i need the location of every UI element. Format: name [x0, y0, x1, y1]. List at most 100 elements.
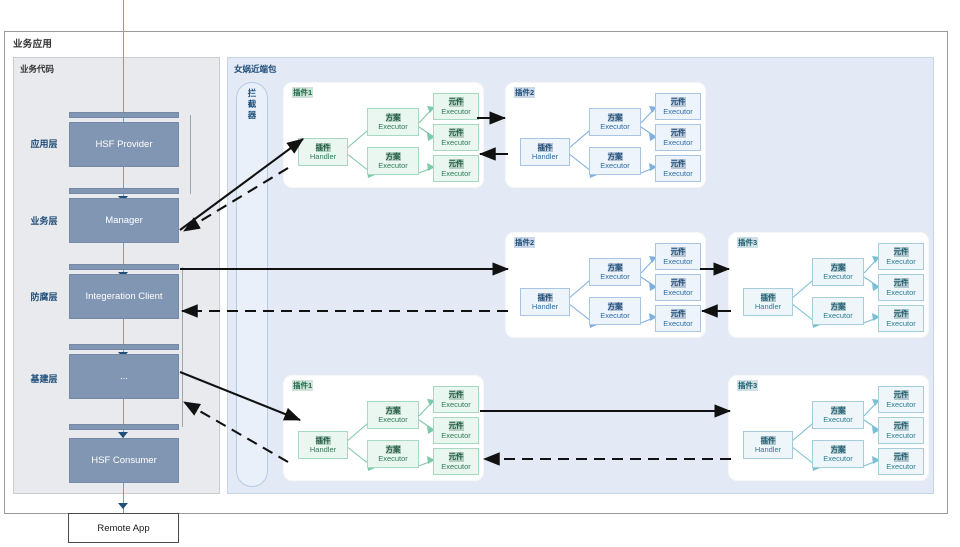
node-element-executor-r2c1-3[interactable]: 元件 Executor [655, 305, 701, 332]
plugin-title-r2c1: 插件2 [514, 237, 536, 248]
connector-bar-manager [69, 188, 179, 194]
node-scheme-executor-r1c1-1[interactable]: 方案 Executor [367, 108, 419, 136]
node-element-executor-r2c1-1[interactable]: 元件 Executor [655, 243, 701, 270]
node-plugin-handler-r3c1[interactable]: 插件 Handler [298, 431, 348, 459]
node-element-executor-r3c1-1[interactable]: 元件 Executor [433, 386, 479, 413]
node-scheme-executor-r2c2-1[interactable]: 方案 Executor [812, 258, 864, 286]
node-element-executor-r3c2-3[interactable]: 元件 Executor [878, 448, 924, 475]
node-element-executor-r3c2-1[interactable]: 元件 Executor [878, 386, 924, 413]
node-cn-label: 元件 [670, 278, 686, 288]
node-cn-label: 元件 [448, 390, 464, 400]
plugin-card-r1c2[interactable]: 插件2 插件 Handler 方案 Executor 方案 Executor 元… [505, 82, 706, 188]
node-en-label: Executor [823, 272, 853, 281]
node-element-executor-r2c2-1[interactable]: 元件 Executor [878, 243, 924, 270]
node-en-label: Executor [823, 415, 853, 424]
box-manager[interactable]: Manager [69, 198, 179, 243]
node-element-executor-r1c2-3[interactable]: 元件 Executor [655, 155, 701, 182]
node-scheme-executor-r2c1-2[interactable]: 方案 Executor [589, 297, 641, 325]
box-integration-client[interactable]: Integeration Client [69, 274, 179, 319]
node-en-label: Handler [754, 302, 782, 311]
plugin-card-r2c1[interactable]: 插件2 插件 Handler 方案 Executor 方案 Executor 元… [505, 232, 706, 338]
node-scheme-executor-r1c2-1[interactable]: 方案 Executor [589, 108, 641, 136]
node-cn-label: 方案 [830, 444, 846, 454]
node-en-label: Executor [441, 461, 471, 471]
node-scheme-executor-r3c1-2[interactable]: 方案 Executor [367, 440, 419, 468]
node-cn-label: 元件 [448, 159, 464, 169]
node-cn-label: 元件 [893, 309, 909, 319]
node-plugin-handler-r1c1[interactable]: 插件 Handler [298, 138, 348, 166]
node-cn-label: 插件 [760, 435, 776, 445]
node-en-label: Executor [823, 311, 853, 320]
node-plugin-handler-r2c2[interactable]: 插件 Handler [743, 288, 793, 316]
nuwa-package-label: 女娲近端包 [234, 64, 277, 74]
node-cn-label: 方案 [607, 112, 623, 122]
plugin-card-r3c2[interactable]: 插件3 插件 Handler 方案 Executor 方案 Executor 元… [728, 375, 929, 481]
node-en-label: Executor [600, 272, 630, 281]
node-scheme-executor-r2c1-1[interactable]: 方案 Executor [589, 258, 641, 286]
node-element-executor-r1c1-1[interactable]: 元件 Executor [433, 93, 479, 120]
connector-bar-infrastructure [69, 344, 179, 350]
node-cn-label: 元件 [448, 97, 464, 107]
box-hsf-consumer[interactable]: HSF Consumer [69, 438, 179, 483]
node-en-label: Handler [531, 302, 559, 311]
node-scheme-executor-r3c1-1[interactable]: 方案 Executor [367, 401, 419, 429]
plugin-title-r2c2: 插件3 [737, 237, 759, 248]
node-en-label: Executor [600, 311, 630, 320]
node-en-label: Executor [441, 137, 471, 147]
interceptor-char-1: 拦 [247, 88, 257, 98]
interceptor-char-2: 截 [247, 99, 257, 109]
box-infrastructure[interactable]: ... [69, 354, 179, 399]
return-rail-integration-client [182, 267, 183, 427]
node-scheme-executor-r3c2-1[interactable]: 方案 Executor [812, 401, 864, 429]
node-plugin-handler-r2c1[interactable]: 插件 Handler [520, 288, 570, 316]
node-cn-label: 方案 [607, 301, 623, 311]
node-en-label: Executor [600, 161, 630, 170]
node-cn-label: 元件 [670, 309, 686, 319]
flow-arrow-to-consumer [118, 432, 128, 438]
node-cn-label: 方案 [607, 262, 623, 272]
node-plugin-handler-r1c2[interactable]: 插件 Handler [520, 138, 570, 166]
node-en-label: Handler [309, 445, 337, 454]
connector-bar-consumer [69, 424, 179, 430]
node-element-executor-r3c2-2[interactable]: 元件 Executor [878, 417, 924, 444]
node-en-label: Executor [886, 318, 916, 328]
node-cn-label: 元件 [670, 247, 686, 257]
node-en-label: Executor [663, 256, 693, 266]
node-scheme-executor-r1c1-2[interactable]: 方案 Executor [367, 147, 419, 175]
node-cn-label: 插件 [315, 435, 331, 445]
return-rail-provider [190, 115, 191, 193]
node-cn-label: 元件 [893, 247, 909, 257]
node-en-label: Executor [441, 168, 471, 178]
box-hsf-provider[interactable]: HSF Provider [69, 122, 179, 167]
node-element-executor-r1c1-2[interactable]: 元件 Executor [433, 124, 479, 151]
node-en-label: Handler [309, 152, 337, 161]
plugin-title-r3c2: 插件3 [737, 380, 759, 391]
node-en-label: Executor [378, 454, 408, 463]
node-cn-label: 元件 [670, 159, 686, 169]
node-element-executor-r3c1-2[interactable]: 元件 Executor [433, 417, 479, 444]
node-element-executor-r2c2-3[interactable]: 元件 Executor [878, 305, 924, 332]
node-scheme-executor-r1c2-2[interactable]: 方案 Executor [589, 147, 641, 175]
node-cn-label: 方案 [385, 444, 401, 454]
node-element-executor-r2c2-2[interactable]: 元件 Executor [878, 274, 924, 301]
node-element-executor-r3c1-3[interactable]: 元件 Executor [433, 448, 479, 475]
plugin-card-r2c2[interactable]: 插件3 插件 Handler 方案 Executor 方案 Executor 元… [728, 232, 929, 338]
node-cn-label: 元件 [893, 452, 909, 462]
node-element-executor-r1c2-1[interactable]: 元件 Executor [655, 93, 701, 120]
node-scheme-executor-r2c2-2[interactable]: 方案 Executor [812, 297, 864, 325]
plugin-card-r1c1[interactable]: 插件1 插件 Handler 方案 Executor 方案 Executor 元… [283, 82, 484, 188]
interceptor-pill [236, 82, 268, 487]
node-cn-label: 方案 [385, 151, 401, 161]
node-scheme-executor-r3c2-2[interactable]: 方案 Executor [812, 440, 864, 468]
node-element-executor-r1c2-2[interactable]: 元件 Executor [655, 124, 701, 151]
box-remote-app[interactable]: Remote App [68, 513, 179, 543]
business-application-frame [4, 31, 948, 514]
interceptor-char-3: 器 [247, 110, 257, 120]
plugin-card-r3c1[interactable]: 插件1 插件 Handler 方案 Executor 方案 Executor 元… [283, 375, 484, 481]
node-element-executor-r2c1-2[interactable]: 元件 Executor [655, 274, 701, 301]
node-plugin-handler-r3c2[interactable]: 插件 Handler [743, 431, 793, 459]
node-element-executor-r1c1-3[interactable]: 元件 Executor [433, 155, 479, 182]
node-en-label: Handler [531, 152, 559, 161]
plugin-title-r3c1: 插件1 [292, 380, 314, 391]
